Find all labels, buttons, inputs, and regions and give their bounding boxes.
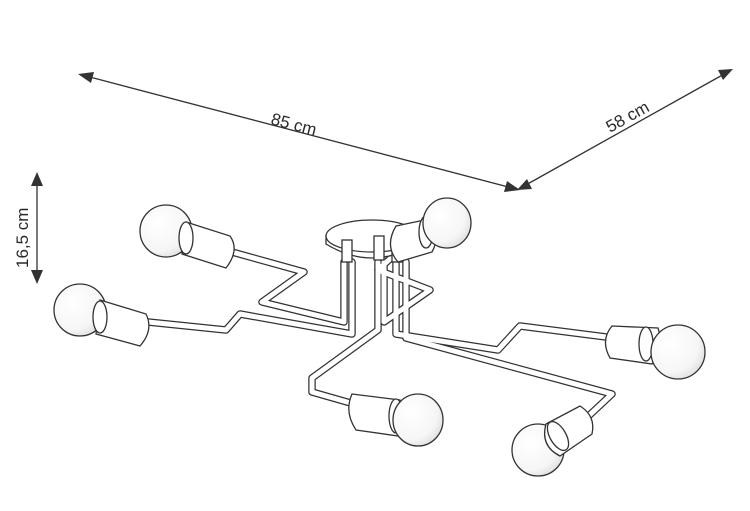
socket-ring — [546, 420, 570, 452]
socket-body — [181, 221, 235, 269]
arm-mount — [341, 239, 353, 263]
bulb-icon — [392, 393, 444, 447]
socket-body — [95, 299, 150, 347]
lamp-socket-top-left — [139, 204, 235, 269]
arrowhead-icon — [31, 270, 43, 284]
arrowhead-icon — [517, 179, 532, 190]
dimension-length-line — [85, 75, 513, 189]
bulb-icon — [422, 197, 472, 249]
socket-ring — [178, 221, 194, 255]
lamp-arms — [144, 242, 618, 428]
arrowhead-icon — [31, 172, 43, 186]
dimension-length: 85 cm — [78, 72, 520, 192]
bulb-icon — [650, 324, 706, 380]
lamp-socket-bottom-center — [348, 393, 444, 447]
arrowhead-icon — [718, 69, 733, 80]
lamp-socket-right — [604, 324, 706, 380]
lamp-socket-top-center — [389, 197, 472, 263]
dimension-height-label: 16,5 cm — [13, 208, 32, 268]
dimension-length-label: 85 cm — [269, 109, 319, 139]
arrowhead-icon — [78, 72, 94, 83]
arm-mount — [373, 235, 385, 261]
lamp-socket-left — [53, 283, 150, 347]
dimension-depth-label: 58 cm — [603, 97, 653, 136]
socket-ring — [92, 300, 108, 334]
arrowhead-icon — [504, 181, 520, 192]
dimension-height: 16,5 cm — [13, 172, 43, 284]
dimension-depth-line — [523, 72, 727, 187]
lamp-socket-bottom-right — [511, 405, 594, 477]
dimension-depth: 58 cm — [517, 69, 733, 190]
